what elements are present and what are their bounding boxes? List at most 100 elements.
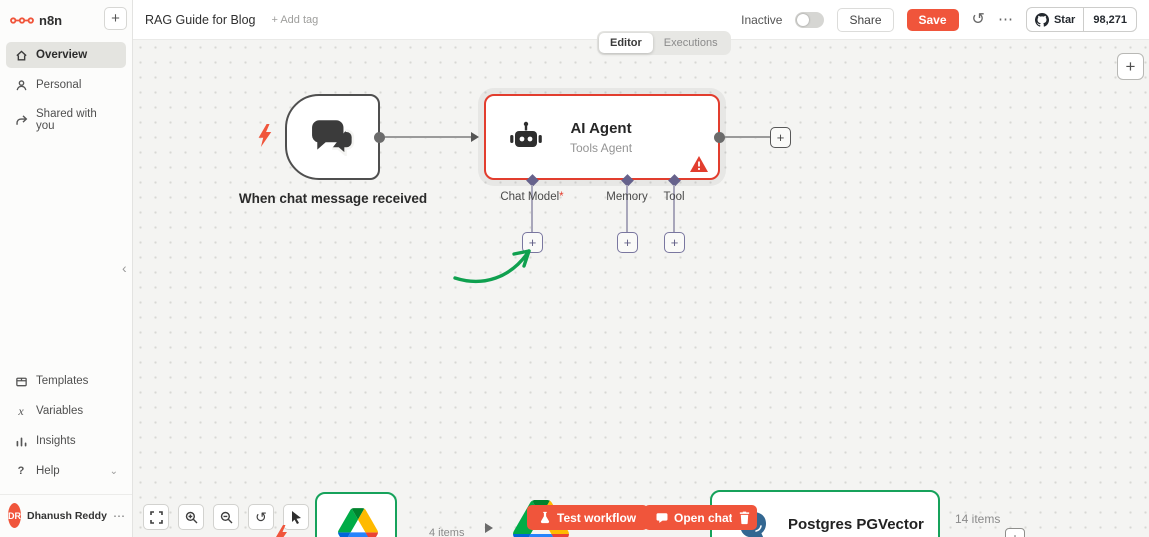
logo-row: n8n + [0, 0, 132, 38]
add-next-node-button[interactable]: + [770, 127, 791, 148]
bottom-trigger-bolt-icon [275, 525, 289, 537]
workflow-canvas[interactable]: + When chat message received [133, 40, 1149, 537]
google-drive-icon [338, 508, 378, 537]
connection-arrowhead [471, 132, 479, 142]
connection-trigger-to-agent [385, 136, 471, 138]
add-chat-model-button[interactable]: + [522, 232, 543, 253]
sidebar-item-help[interactable]: ? Help ⌄ [6, 458, 126, 484]
robot-icon [508, 119, 544, 155]
more-options-icon[interactable]: ⋯ [997, 11, 1013, 28]
tab-executions[interactable]: Executions [663, 37, 718, 49]
tool-label: Tool [663, 191, 685, 203]
user-icon [14, 78, 28, 92]
canvas-controls: ↺ [143, 504, 309, 530]
chat-model-stub [531, 185, 533, 232]
sidebar-item-label: Insights [36, 435, 76, 447]
add-memory-button[interactable]: + [617, 232, 638, 253]
github-star-left: Star [1027, 8, 1085, 31]
header-actions: Inactive Share Save ↺ ⋯ Star 98,271 [741, 7, 1137, 32]
sidebar-nav: Overview Personal Shared with you [0, 38, 132, 142]
add-tool-button[interactable]: + [664, 232, 685, 253]
sidebar-item-label: Variables [36, 405, 84, 417]
connection-agent-output [725, 136, 770, 138]
add-tag-button[interactable]: + Add tag [271, 13, 319, 26]
view-tabs: Editor Executions [597, 31, 731, 55]
sidebar-item-label: Templates [36, 375, 89, 387]
n8n-logo-icon [10, 14, 34, 27]
postgres-node-title: Postgres PGVector [788, 516, 924, 533]
sidebar-item-insights[interactable]: Insights [6, 428, 126, 454]
items-badge: 4 items [429, 527, 465, 537]
workflow-title[interactable]: RAG Guide for Blog [145, 12, 256, 27]
fit-view-button[interactable] [143, 504, 169, 530]
open-chat-button[interactable]: Open chat [644, 505, 745, 530]
github-star-count: 98,271 [1093, 13, 1127, 26]
sidebar-bottom-nav: Templates x Variables Insights ? Help ⌄ [0, 368, 132, 488]
tab-editor[interactable]: Editor [599, 33, 653, 53]
sidebar-item-personal[interactable]: Personal [6, 72, 126, 98]
chat-trigger-node[interactable] [285, 94, 380, 180]
items-badge: 14 items [955, 512, 1001, 526]
github-star-widget[interactable]: Star 98,271 [1025, 7, 1137, 32]
delete-button[interactable] [732, 505, 757, 530]
open-chat-label: Open chat [674, 510, 733, 525]
github-icon [1034, 12, 1049, 27]
add-node-stub-button[interactable]: + [1005, 528, 1025, 537]
required-asterisk: * [559, 191, 564, 203]
connection-arrowhead [485, 523, 493, 533]
save-button[interactable]: Save [906, 8, 959, 31]
sidebar-item-shared[interactable]: Shared with you [6, 102, 126, 138]
logo-text: n8n [39, 12, 63, 28]
agent-output-endpoint[interactable] [714, 132, 725, 143]
sidebar-item-label: Personal [36, 79, 82, 91]
reset-zoom-button[interactable]: ↺ [248, 504, 274, 530]
tool-stub [673, 185, 675, 232]
sidebar-collapse-handle[interactable]: ‹ [122, 260, 127, 276]
green-arrow-annotation [445, 236, 543, 293]
chevron-down-icon: ⌄ [109, 465, 118, 477]
home-icon [14, 48, 28, 62]
pointer-mode-button[interactable] [283, 504, 309, 530]
avatar: DR [8, 503, 21, 528]
new-workflow-button[interactable]: + [104, 7, 127, 30]
flask-icon [539, 511, 551, 524]
chat-bubbles-icon [311, 118, 355, 156]
memory-stub [626, 185, 628, 232]
active-toggle[interactable] [795, 11, 825, 28]
test-workflow-label: Test workflow [557, 510, 637, 525]
share-icon [14, 113, 28, 127]
trigger-node-label: When chat message received [238, 191, 428, 206]
trigger-output-endpoint[interactable] [374, 132, 385, 143]
add-node-button[interactable]: + [1117, 53, 1144, 80]
github-star-label: Star [1053, 13, 1076, 26]
sidebar: n8n + Overview Personal [0, 0, 133, 537]
history-icon[interactable]: ↺ [971, 10, 985, 28]
sidebar-item-variables[interactable]: x Variables [6, 398, 126, 424]
toggle-knob [797, 13, 810, 26]
gdrive-trigger-node[interactable] [315, 492, 397, 537]
user-menu[interactable]: DR Dhanush Reddy ⋯ [0, 494, 132, 537]
sidebar-item-label: Overview [36, 49, 88, 61]
test-workflow-button[interactable]: Test workflow [527, 505, 649, 530]
sidebar-item-templates[interactable]: Templates [6, 368, 126, 394]
user-name: Dhanush Reddy [27, 509, 107, 522]
sidebar-item-overview[interactable]: Overview [6, 42, 126, 68]
variable-icon: x [18, 403, 24, 418]
ai-agent-node[interactable]: AI Agent Tools Agent [484, 94, 720, 180]
workflow-status-label: Inactive [741, 12, 783, 27]
chart-icon [14, 434, 28, 448]
user-more-icon[interactable]: ⋯ [112, 508, 125, 523]
warning-icon [690, 156, 708, 172]
trash-icon [738, 511, 751, 525]
memory-label: Memory [606, 191, 648, 203]
chat-model-label: Chat Model* [500, 191, 564, 203]
question-icon: ? [17, 465, 25, 477]
package-icon [14, 374, 28, 388]
zoom-in-button[interactable] [178, 504, 204, 530]
zoom-out-button[interactable] [213, 504, 239, 530]
share-button[interactable]: Share [837, 7, 894, 32]
ai-agent-texts: AI Agent Tools Agent [570, 120, 632, 155]
ai-agent-title: AI Agent [570, 119, 632, 137]
chat-icon [656, 512, 668, 524]
